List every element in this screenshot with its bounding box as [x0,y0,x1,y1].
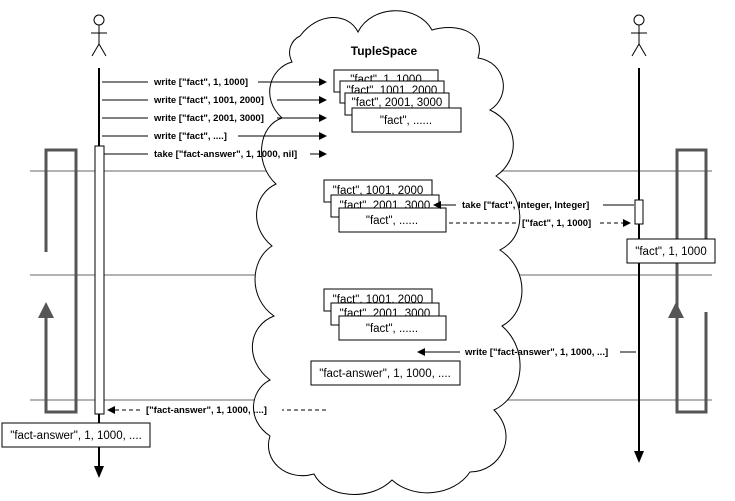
left-actor-icon [91,14,107,57]
write-label-4: write ["fact", ....] [153,131,227,142]
tuple-stack-1: "fact", 1, 1000 "fact", 1001, 2000 "fact… [333,69,462,133]
answer-tuple-box [310,360,461,386]
answer-tuple-text: "fact-answer", 1, 1000, .... [319,368,451,380]
left-answer-box [1,422,151,448]
tuple-box: "fact", ...... [366,323,418,335]
tuple-box: "fact", 2001, 3000 [352,97,443,109]
left-result-label: ["fact-answer", 1, 1000, ....] [146,405,267,416]
write-label-2: write ["fact", 1001, 2000] [153,95,264,106]
right-result-label: ["fact", 1, 1000] [522,218,591,229]
right-activation-bar [634,199,644,225]
left-answer-text: "fact-answer", 1, 1000, .... [10,430,142,442]
left-write-arrows [102,78,327,158]
phase-bracket-left [44,148,78,414]
right-write-label: write ["fact-answer", 1, 1000, ...] [464,347,608,358]
tuple-box: "fact", 1001, 2000 [333,185,424,197]
right-fact-box [626,238,716,264]
tuple-stack-2: "fact", 1001, 2000 "fact", 2001, 3000 "f… [323,179,447,233]
tuple-stack-3: "fact", 1001, 2000 "fact", 2001, 3000 "f… [323,288,447,341]
take-label-1: take ["fact-answer", 1, 1000, nil] [154,149,297,160]
phase-arrowhead-left [38,302,54,318]
tuple-box: "fact", ...... [366,215,418,227]
phase-bracket-right [675,148,708,414]
left-activation-bar [94,145,105,415]
write-label-3: write ["fact", 2001, 3000] [153,113,264,124]
right-take-label: take ["fact", Integer, Integer] [462,200,589,211]
right-actor-icon [631,14,647,57]
right-lifeline-arrowhead [634,451,644,463]
left-lifeline-arrowhead [94,466,104,478]
right-fact-text: "fact", 1, 1000 [635,246,706,258]
write-label-1: write ["fact", 1, 1000] [153,77,248,88]
tuple-box: "fact", ...... [380,115,432,127]
phase-arrowhead-right [668,302,684,318]
tuplespace-title: TupleSpace [351,44,418,58]
